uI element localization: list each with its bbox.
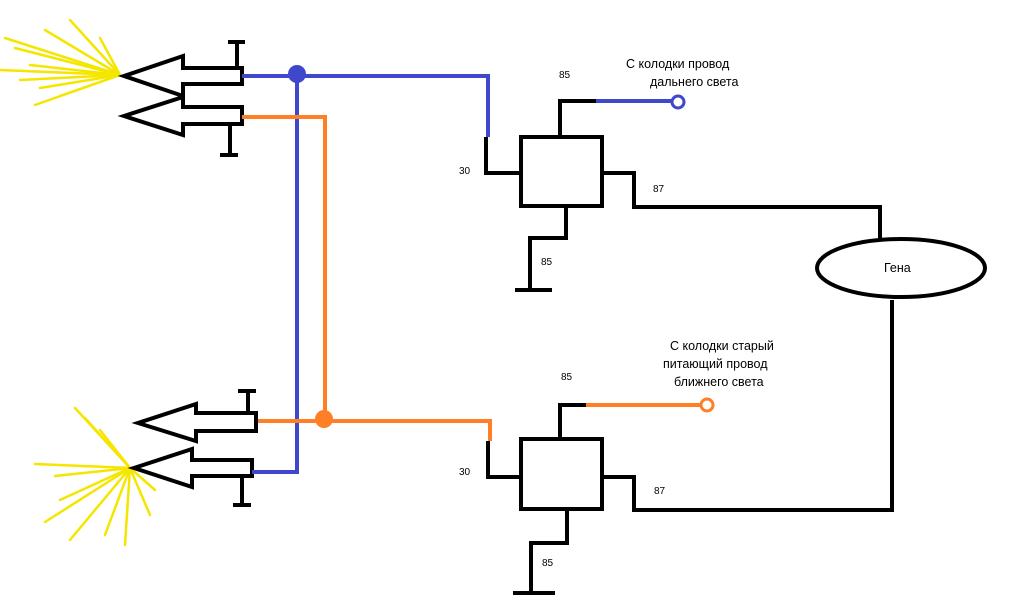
note-low-beam-line-2: питающий провод <box>663 357 768 371</box>
relay-bottom-pin-85-bottom: 85 <box>542 558 554 569</box>
junction-dot-orange <box>315 410 333 428</box>
arrow-icon <box>117 53 244 99</box>
note-high-beam-line-1: С колодки провод <box>626 57 730 71</box>
connector-terminal-blue <box>670 94 686 110</box>
relay-top-pin-30: 30 <box>459 166 471 177</box>
relay-bottom-pin-87: 87 <box>654 486 666 497</box>
relay-top <box>484 99 882 292</box>
wire-orange <box>242 115 706 441</box>
arrow-icon <box>131 401 258 444</box>
relay-top-pin-85-top: 85 <box>559 70 571 81</box>
note-low-beam-line-1: С колодки старый <box>670 339 774 353</box>
note-high-beam-line-2: дальнего света <box>650 75 738 89</box>
note-low-beam-line-3: ближнего света <box>674 375 764 389</box>
arrow-icon <box>127 446 254 490</box>
relay-top-pin-85-bottom: 85 <box>541 257 553 268</box>
junction-dot-blue <box>288 65 306 83</box>
relay-top-pin-87: 87 <box>653 184 665 195</box>
wire-blue <box>242 74 678 474</box>
light-rays-top <box>0 18 122 107</box>
light-rays-bottom <box>33 406 157 547</box>
arrow-icon <box>117 94 244 138</box>
relay-bottom-pin-85-top: 85 <box>561 372 573 383</box>
note-high-beam: С колодки провод дальнего света <box>626 57 738 89</box>
connector-terminal-orange <box>699 397 715 413</box>
relay-bottom <box>486 300 894 595</box>
note-low-beam: С колодки старый питающий провод ближнег… <box>663 339 777 389</box>
relay-bottom-pin-30: 30 <box>459 467 471 478</box>
headlight-bottom <box>127 389 258 507</box>
gena-load <box>815 237 987 299</box>
headlight-top <box>117 40 245 157</box>
gena-label: Гена <box>884 261 911 275</box>
